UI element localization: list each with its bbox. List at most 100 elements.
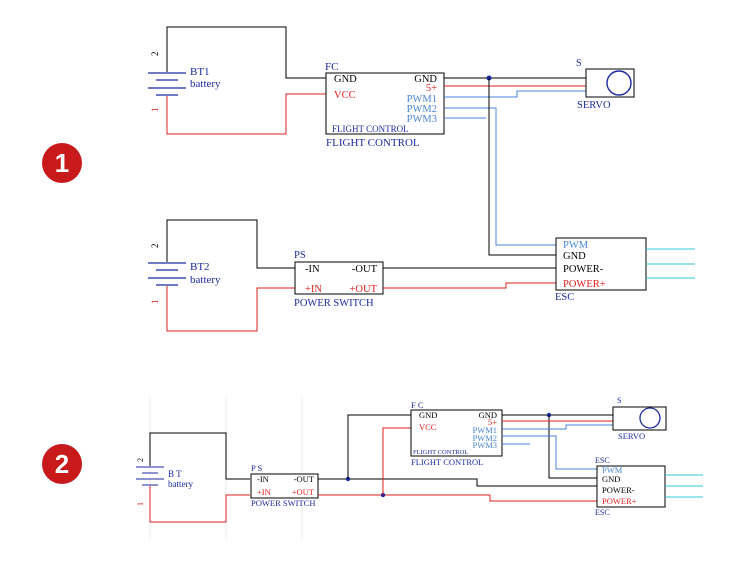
bt1-pin-bottom: 1 (150, 108, 160, 113)
bt-pin-bottom: 1 (136, 502, 145, 506)
ps1-pin-neg-out: -OUT (352, 264, 378, 275)
battery-bt: 2 1 B T battery (136, 458, 193, 506)
servo-2: S SERVO (612, 396, 667, 441)
badge-1-label: 1 (55, 148, 69, 178)
bt-pin-top: 2 (136, 458, 145, 462)
esc2-body (596, 465, 666, 508)
wire-ps2-neg-esc (318, 478, 597, 487)
wire-fc2-pwm2-esc (502, 435, 597, 470)
wire-ps2-neg-fc (347, 414, 411, 479)
ps1-pin-neg-in: -IN (305, 264, 320, 275)
servo2-name: SERVO (618, 431, 645, 441)
ps1-name: POWER SWITCH (294, 298, 374, 309)
fc2-pin-vcc: VCC (419, 422, 437, 432)
wire-ps2-pos-esc (318, 494, 597, 502)
esc1-pin-gnd: GND (563, 251, 586, 262)
fc2-inner-label: FLIGHT CONTROL (413, 449, 468, 456)
esc1-ref: ESC (555, 292, 574, 303)
fc1-pin-gnd-right: GND (414, 74, 437, 85)
fc2-pin-pwm3: PWM3 (472, 440, 497, 450)
esc2-pin-gnd: GND (602, 474, 620, 484)
fc1-name: FLIGHT CONTROL (326, 137, 420, 149)
servo1-horn (606, 70, 632, 96)
ps2-pin-neg-out: -OUT (294, 474, 315, 484)
fc2-pin-gnd-right: GND (479, 410, 497, 420)
esc2-ref: ESC (595, 456, 610, 465)
servo1-name: SERVO (577, 100, 611, 111)
fc2-pin-5v: 5+ (488, 417, 497, 427)
fc1-inner-label: FLIGHT CONTROL (332, 124, 409, 134)
wire-bt1-vcc (166, 93, 326, 135)
servo-1: S SERVO (576, 58, 635, 111)
esc2-pin-power-pos: POWER+ (602, 496, 637, 506)
bt1-name: battery (190, 78, 221, 90)
diagram-2: 2 1 B T battery P S -IN +IN -OUT +OUT PO… (136, 396, 703, 540)
bt-name: battery (168, 479, 193, 489)
servo2-ref: S (617, 396, 621, 405)
fc1-pin-5v: 5+ (426, 83, 437, 94)
wire-fc1-pwm1-servo (444, 90, 586, 98)
ps1-body (294, 261, 384, 295)
ps2-pin-neg-in: -IN (257, 474, 269, 484)
wire-gnd-esc (488, 78, 556, 256)
servo2-horn (639, 407, 661, 429)
ps2-pin-pos-in: +IN (257, 487, 271, 497)
badge-2-label: 2 (55, 449, 69, 479)
fc2-pin-pwm2: PWM2 (472, 433, 497, 443)
ps1-pin-pos-in: +IN (305, 284, 322, 295)
fc1-pin-pwm1: PWM1 (407, 94, 437, 105)
esc-2: ESC PWM GND POWER- POWER+ ESC (595, 456, 703, 517)
esc2-name: ESC (595, 508, 610, 517)
fc2-body (410, 409, 503, 457)
servo1-ref: S (576, 58, 582, 69)
battery-bt2: 2 1 BT2 battery (148, 244, 221, 305)
fc1-pin-pwm2: PWM2 (407, 104, 437, 115)
fc1-body (325, 72, 445, 135)
wire-bt2-neg (166, 219, 295, 269)
wire-bt-pos (149, 494, 250, 523)
wire-ps1-pos-esc (383, 282, 556, 289)
fc1-pin-gnd-left: GND (334, 74, 357, 85)
fc2-pin-pwm1: PWM1 (472, 425, 497, 435)
fc2-name: FLIGHT CONTROL (411, 457, 483, 467)
wire-fc1-pwm2-esc (444, 107, 556, 246)
bt2-name: battery (190, 274, 221, 286)
ps2-name: POWER SWITCH (251, 498, 315, 508)
ps1-ref: PS (294, 250, 306, 261)
wire-bt-neg (149, 432, 250, 480)
esc2-pin-pwm: PWM (602, 465, 623, 475)
bt1-pin-top: 2 (150, 52, 160, 57)
esc1-pin-power-pos: POWER+ (563, 279, 606, 290)
bt-ref: B T (168, 469, 182, 479)
wire-ps2-pos-fc (382, 427, 411, 495)
battery-bt1: 2 1 BT1 battery (148, 52, 221, 113)
fc1-pin-vcc: VCC (334, 90, 356, 101)
fc1-ref: FC (325, 61, 338, 73)
bt1-ref: BT1 (190, 66, 210, 78)
flight-controller-1: FC GND VCC GND 5+ PWM1 PWM2 PWM3 FLIGHT … (325, 61, 445, 149)
bt2-ref: BT2 (190, 261, 210, 273)
esc1-pin-power-neg: POWER- (563, 264, 604, 275)
esc2-pin-power-neg: POWER- (602, 485, 635, 495)
esc-1: PWM GND POWER- POWER+ ESC (555, 237, 695, 303)
fc1-pin-pwm3: PWM3 (407, 114, 437, 125)
wire-bt1-gnd (166, 26, 326, 79)
fc2-ref: F C (411, 400, 424, 410)
power-switch-1: PS -IN +IN -OUT +OUT POWER SWITCH (294, 250, 384, 309)
ps1-pin-pos-out: +OUT (349, 284, 377, 295)
ps2-pin-pos-out: +OUT (292, 487, 315, 497)
ps2-body (250, 473, 319, 499)
power-switch-2: P S -IN +IN -OUT +OUT POWER SWITCH (250, 463, 319, 508)
bt2-pin-bottom: 1 (150, 300, 160, 305)
ps2-ref: P S (251, 463, 263, 473)
badge-2: 2 (42, 444, 82, 484)
flight-controller-2: F C GND VCC GND 5+ PWM1 PWM2 PWM3 FLIGHT… (410, 400, 503, 467)
diagram-1: 2 1 BT1 battery FC GND VCC GND 5+ PWM1 P… (148, 26, 695, 332)
wire-fc2-pwm1-servo (502, 424, 613, 430)
bt2-pin-top: 2 (150, 244, 160, 249)
esc1-pin-pwm: PWM (563, 240, 589, 251)
badge-1: 1 (42, 143, 82, 183)
wire-bt2-pos (166, 287, 295, 332)
fc2-pin-gnd-left: GND (419, 410, 437, 420)
